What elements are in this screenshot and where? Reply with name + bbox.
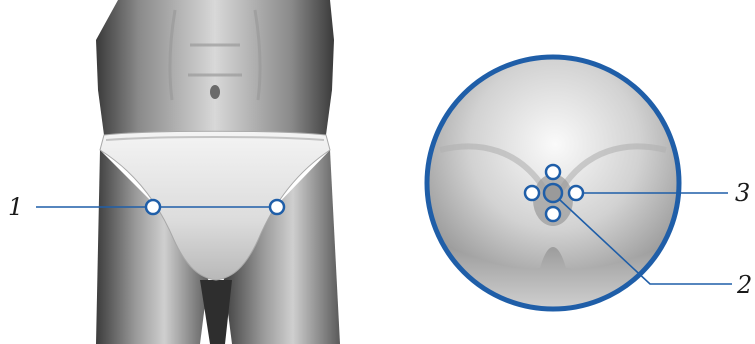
marker-center xyxy=(544,184,562,202)
marker-left-groin xyxy=(146,200,160,214)
label-1: 1 xyxy=(8,195,23,219)
marker-right xyxy=(569,186,583,200)
groin-shadow xyxy=(200,280,232,344)
label-2: 2 xyxy=(737,273,752,297)
label-3: 3 xyxy=(735,181,750,205)
marker-top xyxy=(546,165,560,179)
marker-bottom xyxy=(546,207,560,221)
navel xyxy=(210,85,220,99)
torso-body xyxy=(96,0,334,135)
torso-figure xyxy=(96,0,340,344)
marker-left xyxy=(525,186,539,200)
marker-right-groin xyxy=(270,200,284,214)
